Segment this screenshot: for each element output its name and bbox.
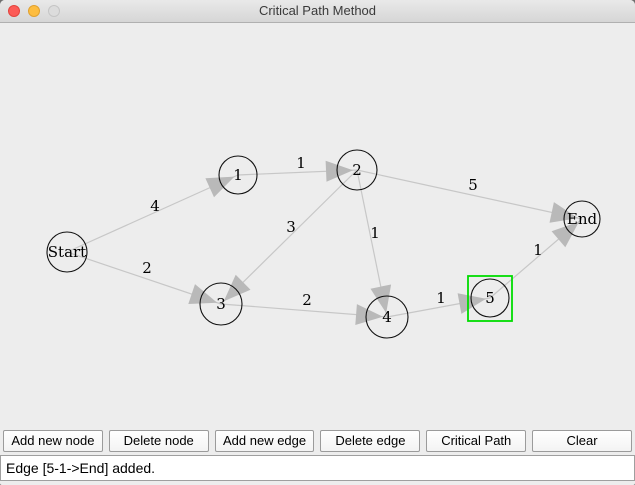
selection-box [467, 275, 513, 322]
edge-weight-label: 2 [142, 259, 152, 277]
title-bar: Critical Path Method [0, 0, 635, 23]
node-label-2: 2 [352, 161, 362, 179]
edge-weight-label: 1 [533, 241, 543, 259]
arrowhead-icon [355, 304, 383, 325]
node-circle-Start[interactable] [46, 231, 88, 273]
arrowhead-icon [325, 160, 353, 182]
edge-weight-label: 1 [436, 289, 446, 307]
arrowhead-icon [551, 221, 579, 248]
node-circle-5[interactable] [470, 278, 510, 318]
arrowhead-icon [370, 284, 392, 314]
add-new-node-button[interactable]: Add new node [3, 430, 103, 452]
edge-line-Start-1[interactable] [66, 174, 239, 253]
minimize-icon[interactable] [28, 5, 40, 17]
critical-path-button[interactable]: Critical Path [426, 430, 527, 452]
node-circle-2[interactable] [336, 149, 378, 191]
node-label-4: 4 [382, 308, 392, 326]
node-circle-3[interactable] [199, 282, 243, 326]
add-new-edge-button[interactable]: Add new edge [214, 430, 315, 452]
edge-weight-label: 2 [302, 291, 312, 309]
node-label-3: 3 [216, 295, 226, 313]
arrowhead-icon [549, 202, 579, 223]
arrowhead-icon [205, 176, 235, 198]
window-title: Critical Path Method [258, 3, 377, 18]
node-label-Start: Start [48, 243, 86, 261]
edge-weight-label: 5 [468, 176, 478, 194]
clear-button[interactable]: Clear [532, 430, 632, 452]
node-label-5: 5 [485, 289, 495, 307]
arrowhead-icon [223, 274, 251, 302]
edge-weight-label: 1 [296, 154, 306, 172]
edge-weight-label: 4 [150, 197, 160, 215]
edge-weight-label: 3 [286, 218, 296, 236]
close-icon[interactable] [8, 5, 20, 17]
status-bar: Edge [5-1->End] added. [0, 455, 635, 481]
traffic-lights [8, 5, 60, 17]
node-circle-4[interactable] [365, 295, 409, 339]
delete-edge-button[interactable]: Delete edge [320, 430, 421, 452]
delete-node-button[interactable]: Delete node [108, 430, 209, 452]
edge-line-2-3[interactable] [220, 169, 358, 305]
node-label-End: End [567, 210, 598, 228]
status-message: Edge [5-1->End] added. [6, 460, 156, 476]
edge-weight-label: 1 [370, 224, 380, 242]
node-circle-End[interactable] [563, 200, 601, 238]
toolbar: Add new node Delete node Add new edge De… [0, 430, 635, 452]
zoom-icon [48, 5, 60, 17]
node-circle-1[interactable] [218, 155, 258, 195]
node-label-1: 1 [233, 166, 243, 184]
edge-line-2-End[interactable] [356, 169, 583, 220]
